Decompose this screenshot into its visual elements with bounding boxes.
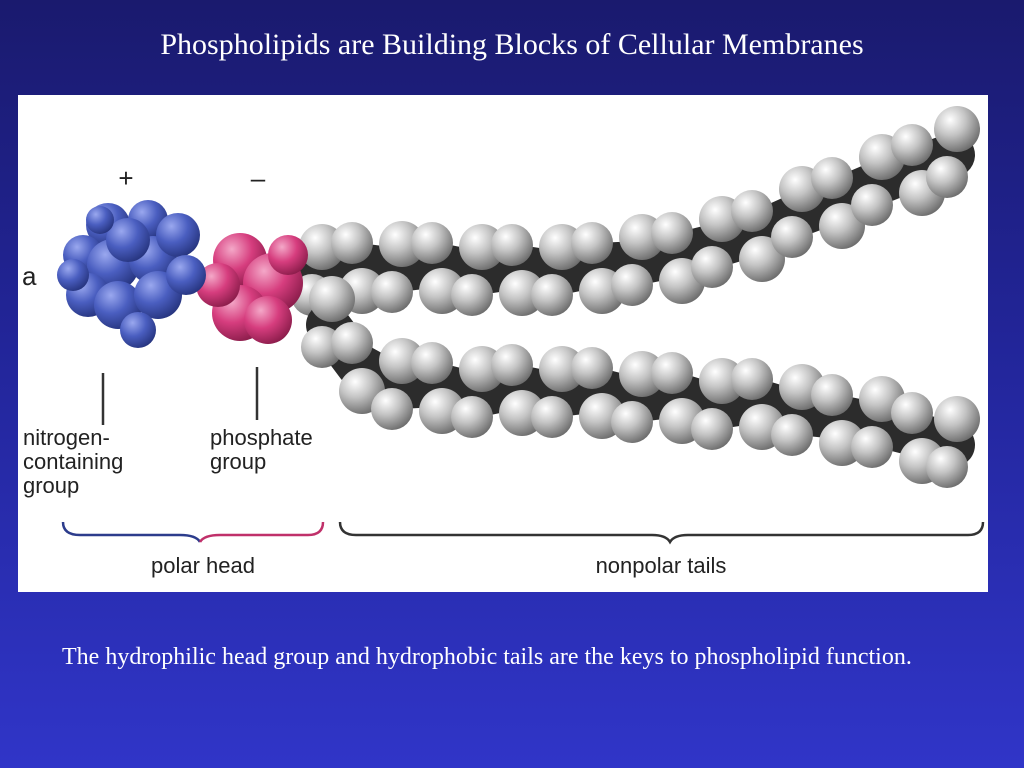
hydrogen-atom xyxy=(771,414,813,456)
nitrogen-group-atom xyxy=(156,213,200,257)
hydrogen-atom xyxy=(619,351,665,397)
hydrogen-atom xyxy=(611,264,653,306)
hydrogen-atom xyxy=(371,388,413,430)
hydrogen-atom xyxy=(771,216,813,258)
lower-chain-backbone xyxy=(306,303,975,467)
hydrogen-atom xyxy=(891,124,933,166)
nonpolar-tails-label: nonpolar tails xyxy=(596,553,727,578)
slide-title: Phospholipids are Building Blocks of Cel… xyxy=(160,28,864,61)
hydrogen-atom xyxy=(926,156,968,198)
fatty-acid-chain-lower xyxy=(301,276,980,488)
hydrogen-atom xyxy=(691,246,733,288)
hydrogen-atom xyxy=(851,426,893,468)
hydrogen-atom xyxy=(411,342,453,384)
hydrogen-atom xyxy=(651,352,693,394)
hydrogen-atom xyxy=(731,190,773,232)
hydrogen-atom xyxy=(611,401,653,443)
hydrogen-atom xyxy=(371,271,413,313)
hydrogen-atom xyxy=(331,222,373,264)
hydrogen-atom xyxy=(539,346,585,392)
hydrogen-atom xyxy=(451,396,493,438)
hydrogen-atom xyxy=(571,347,613,389)
hydrogen-atom xyxy=(739,236,785,282)
nonpolar-tails-bracket xyxy=(338,521,985,545)
panel-letter: a xyxy=(22,261,37,291)
hydrogen-atom xyxy=(491,224,533,266)
hydrogen-atom xyxy=(531,274,573,316)
nitrogen-group-model xyxy=(57,200,206,348)
phosphate-group-label: phosphate group xyxy=(210,425,319,474)
positive-charge-sign: + xyxy=(118,163,133,193)
phosphate-atom xyxy=(268,235,308,275)
hydrogen-atom xyxy=(934,396,980,442)
fatty-acid-chain-upper xyxy=(291,106,980,316)
hydrogen-atom xyxy=(531,396,573,438)
hydrogen-atom xyxy=(731,358,773,400)
slide-caption: The hydrophilic head group and hydrophob… xyxy=(62,644,912,670)
hydrogen-atom xyxy=(926,446,968,488)
polar-head-bracket-right xyxy=(198,521,325,543)
hydrogen-atom xyxy=(934,106,980,152)
phosphate-atom xyxy=(244,296,292,344)
phospholipid-model: a + – nitrogen- containing group phospha… xyxy=(22,106,985,578)
hydrogen-atom xyxy=(851,184,893,226)
hydrogen-atom xyxy=(491,344,533,386)
nitrogen-group-atom xyxy=(86,206,114,234)
hydrogen-atom xyxy=(811,374,853,416)
nonpolar-tails-model xyxy=(291,106,980,488)
negative-charge-sign: – xyxy=(251,163,266,193)
hydrogen-atom xyxy=(891,392,933,434)
hydrogen-atom xyxy=(309,276,355,322)
hydrogen-atom xyxy=(331,322,373,364)
polar-head-bracket-left xyxy=(61,521,202,543)
phospholipid-figure: a + – nitrogen- containing group phospha… xyxy=(18,95,988,592)
hydrogen-atom xyxy=(379,221,425,267)
nitrogen-group-atom xyxy=(106,218,150,262)
phosphate-group-model xyxy=(196,233,308,344)
hydrogen-atom xyxy=(571,222,613,264)
hydrogen-atom xyxy=(691,408,733,450)
upper-chain-backbone xyxy=(296,133,975,295)
nitrogen-group-label: nitrogen- containing group xyxy=(23,425,129,498)
hydrogen-atom xyxy=(451,274,493,316)
nitrogen-group-atom xyxy=(57,259,89,291)
hydrogen-atom xyxy=(651,212,693,254)
polar-head-label: polar head xyxy=(151,553,255,578)
nitrogen-group-atom xyxy=(166,255,206,295)
nitrogen-group-atom xyxy=(120,312,156,348)
hydrogen-atom xyxy=(411,222,453,264)
phosphate-atom xyxy=(196,263,240,307)
hydrogen-atom xyxy=(811,157,853,199)
